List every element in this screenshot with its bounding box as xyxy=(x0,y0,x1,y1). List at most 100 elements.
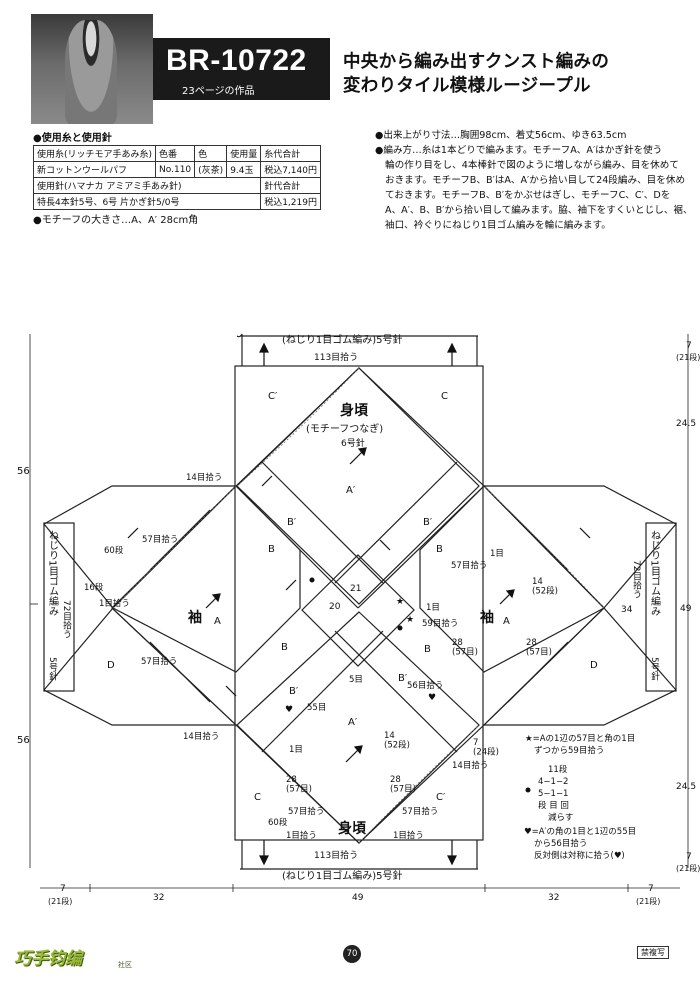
body-top-label: 身頃 xyxy=(340,402,369,419)
title-line-1: 中央から編み出すクンスト編みの xyxy=(343,52,610,72)
dim-right-49: 49 xyxy=(680,604,692,614)
one-bottom: 1目 xyxy=(289,745,303,755)
instr-line: 輪の作り目をし、4本棒針で図のように増しながら編み、目を休めて xyxy=(385,160,679,171)
n28-57-a: 28(57目) xyxy=(452,638,478,657)
motif-a-prime-top xyxy=(236,367,480,605)
label-b-prime-4: B′ xyxy=(398,673,408,684)
page-number: 70 xyxy=(343,945,361,963)
title-line-2: 変わりタイル模様ルージープル xyxy=(343,76,591,96)
rib-bottom-label: (ねじり1目ゴム編み)5号針 xyxy=(282,869,403,882)
label-c-bl: C xyxy=(254,792,261,803)
label-a-prime-bottom: A′ xyxy=(348,717,358,728)
motif-a-prime-bottom xyxy=(236,611,480,844)
body-outline xyxy=(234,365,484,841)
note-heart-1: ♥=A′の角の1目と1辺の55目 xyxy=(524,826,636,837)
note-dot-c: 段 目 回 xyxy=(538,800,569,811)
model-photo xyxy=(31,14,153,124)
pick1-left: 1目拾う xyxy=(99,598,130,609)
dim-bottom-49: 49 xyxy=(352,893,364,903)
body-bottom-label: 身頃 xyxy=(338,820,367,837)
sleeve-right-label: 袖 xyxy=(480,609,494,626)
dot-marker xyxy=(309,577,315,583)
note-star-1: ★=Aの1辺の57目と角の1目 xyxy=(525,733,635,744)
label-b-1: B xyxy=(268,544,275,555)
pick57-left-bottom: 57目拾う xyxy=(141,656,177,667)
pick-top-label: 113目拾う xyxy=(314,351,358,363)
label-d-right: D xyxy=(590,660,598,671)
instr-line: A、A′、B、B′から拾い目して編みます。脇、袖下をすくいとじし、裾、 xyxy=(385,205,693,216)
td-needle: 特長4本針5号、6号 片かぎ針5/0号 xyxy=(32,193,262,210)
label-21: 21 xyxy=(350,584,361,594)
n14-52-right: 14(52段) xyxy=(532,577,558,596)
label-b-4: B xyxy=(424,644,431,655)
note-heart-3: 反対側は対称に拾う(♥) xyxy=(534,850,625,861)
dim-bottom-7-left: 7 xyxy=(60,884,66,894)
five-st: 5目 xyxy=(349,675,363,685)
label-a-prime-top: A′ xyxy=(346,485,356,496)
label-d-left: D xyxy=(107,660,115,671)
pick1-br: 1目拾う xyxy=(393,830,424,841)
sleeve-width-34: 34 xyxy=(621,605,633,615)
instr-line: ●出来上がり寸法…胸囲98cm、着丈56cm、ゆき63.5cm xyxy=(375,130,627,141)
site-logo-sub: 社区 xyxy=(118,961,132,969)
dim-right-7-bottom: 7 xyxy=(686,852,692,862)
rows60-bottom: 60段 xyxy=(268,817,288,828)
cuff-right-pick: 72目拾う xyxy=(631,560,642,598)
instr-line: ●編み方…糸は1本どりで編みます。モチーフA、A′はかぎ針を使う xyxy=(375,145,663,156)
label-c-tr: C xyxy=(441,391,448,402)
pattern-code: BR-10722 xyxy=(166,44,307,77)
instr-line: おきます。モチーフB、B′はA、A′から拾い目して24段編み、目を休め xyxy=(385,175,686,186)
cuff-right: ねじり1目ゴム編み xyxy=(649,530,661,617)
pick1-bl: 1目拾う xyxy=(286,830,317,841)
body-top-sub: (モチーフつなぎ) xyxy=(306,422,383,435)
center-square xyxy=(301,554,415,667)
pick57-left-top: 57目拾う xyxy=(142,534,178,545)
site-logo: 巧手钧编 xyxy=(14,949,82,969)
rows16-left: 16段 xyxy=(84,582,104,593)
pick14-top: 14目拾う xyxy=(186,472,222,483)
label-a-left: A xyxy=(214,616,221,627)
sleeve-left-label: 袖 xyxy=(188,609,202,626)
rib-top-label: (ねじり1目ゴム編み)5号針 xyxy=(282,333,403,346)
dim-left-56-top: 56 xyxy=(17,466,30,477)
note-heart-2: から56目拾う xyxy=(534,838,587,849)
label-b-prime-2: B′ xyxy=(423,517,433,528)
copy-prohibited-stamp: 禁複写 xyxy=(637,946,669,959)
instr-line: 袖口、衿ぐりにねじり1目ゴム編みを輪に編みます。 xyxy=(385,220,611,231)
one-top: 1目 xyxy=(490,549,504,559)
cuff-right-needle: 5号針 xyxy=(649,657,660,682)
rows60-left: 60段 xyxy=(104,545,124,556)
needle-6: 6号針 xyxy=(341,437,365,449)
dim-right-24-5-bottom: 24.5 xyxy=(676,782,696,792)
note-dot-d: 減らす xyxy=(548,812,573,823)
one-st-mid: 1目 xyxy=(426,603,440,613)
pick-bottom-label: 113目拾う xyxy=(314,849,358,861)
pick57-right: 57目拾う xyxy=(451,560,487,571)
materials-heading: ●使用糸と使用針 xyxy=(33,133,112,144)
dim-right-24-5-top: 24.5 xyxy=(676,419,696,429)
dim-right-7: 7 xyxy=(686,341,692,351)
dim-right-21-bottom: (21段) xyxy=(676,863,700,873)
materials-table: 使用糸(リッチモア手あみ糸) 色番 色 使用量 糸代合計 新コットンウールパフ … xyxy=(32,145,321,210)
note-dot-b: 5−1−1 xyxy=(538,789,568,799)
cuff-left-pick: 72目拾う xyxy=(61,600,72,638)
pick14-br: 14目拾う xyxy=(452,760,488,771)
page-reference: 23ページの作品 xyxy=(182,86,255,97)
star-marker: ★ xyxy=(406,615,414,625)
label-a-right: A xyxy=(503,616,510,627)
dot-marker xyxy=(525,787,531,793)
label-b-prime-1: B′ xyxy=(287,517,297,528)
pick14-bottom: 14目拾う xyxy=(183,731,219,742)
note-dot-rows: 11段 xyxy=(548,764,568,775)
dim-bottom-21-right: (21段) xyxy=(636,896,660,906)
note-dot-a: 4−1−2 xyxy=(538,777,568,787)
rows7-24: 7(24段) xyxy=(473,738,499,757)
label-c-prime-br: C′ xyxy=(436,792,446,803)
n28-57-b: 28(57目) xyxy=(526,638,552,657)
n28-57-c: 28(57目) xyxy=(286,775,312,794)
dim-right-21: (21段) xyxy=(676,352,700,362)
label-b-2: B xyxy=(436,544,443,555)
motif-size: ●モチーフの大きさ…A、A′ 28cm角 xyxy=(33,215,199,226)
pick59: 59目拾う xyxy=(422,618,458,629)
heart-marker: ♥ xyxy=(428,693,436,703)
